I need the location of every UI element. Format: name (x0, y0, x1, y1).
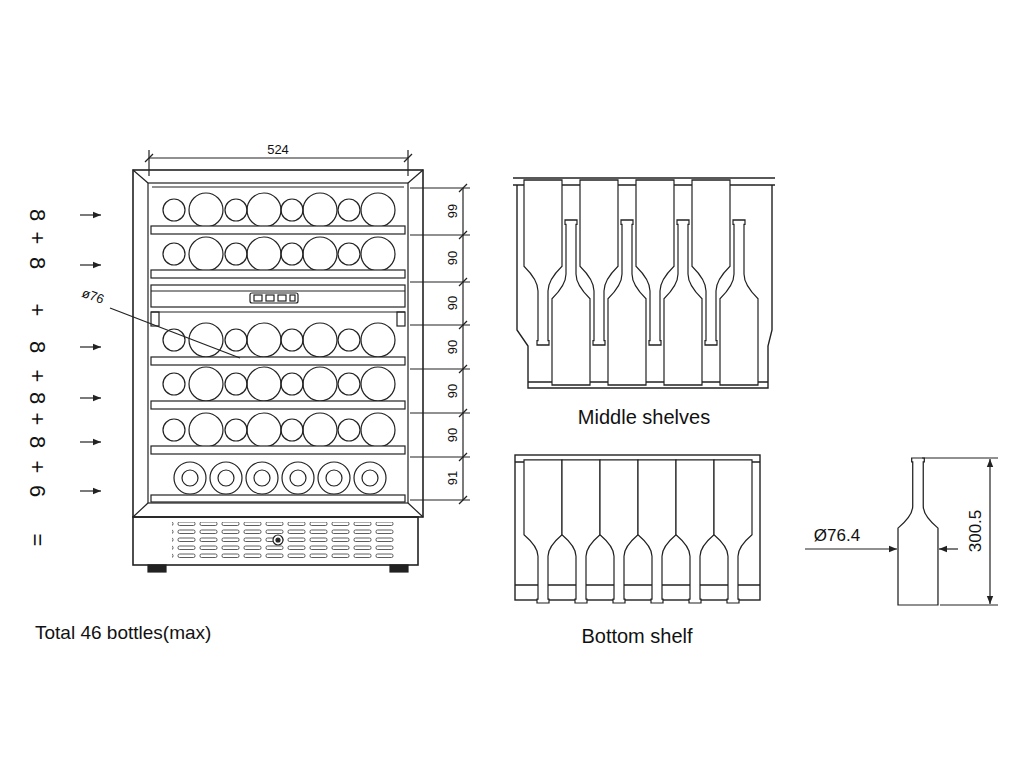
bottle-count: 6 (26, 485, 48, 497)
shelf-spacing: 90 (446, 251, 459, 265)
plus-sign: + (26, 232, 48, 245)
bottle-dimension-view (805, 458, 998, 605)
height-dimension: 300.5 (967, 510, 984, 553)
diameter-callout: ø76 (80, 286, 106, 306)
bottle-count: 8 (26, 209, 48, 221)
bottle-count: 8 (26, 392, 48, 404)
bottle-count: 8 (26, 341, 48, 353)
shelf-spacing: 90 (446, 340, 459, 354)
view-title: Bottom shelf (581, 626, 692, 646)
capacity-caption: Total 46 bottles(max) (35, 623, 211, 642)
shelf-spacing: 90 (446, 428, 459, 442)
width-dimension: 524 (267, 143, 289, 156)
equals-sign: = (26, 534, 48, 547)
middle-shelf-view (513, 178, 775, 388)
shelf-spacing: 90 (446, 296, 459, 310)
shelf-spacing: 90 (446, 384, 459, 398)
plus-sign: + (26, 413, 48, 426)
cooler-front (80, 150, 470, 572)
view-title: Middle shelves (578, 407, 710, 427)
plus-sign: + (26, 461, 48, 474)
bottle-count: 8 (26, 257, 48, 269)
bottom-shelf-view (515, 455, 760, 603)
shelf-spacing: 99 (446, 204, 459, 218)
bottle-count: 8 (26, 436, 48, 448)
plus-sign: + (26, 370, 48, 383)
shelf-spacing: 91 (446, 471, 459, 485)
diameter-dimension: Ø76.4 (814, 527, 860, 544)
plus-sign: + (26, 304, 48, 317)
